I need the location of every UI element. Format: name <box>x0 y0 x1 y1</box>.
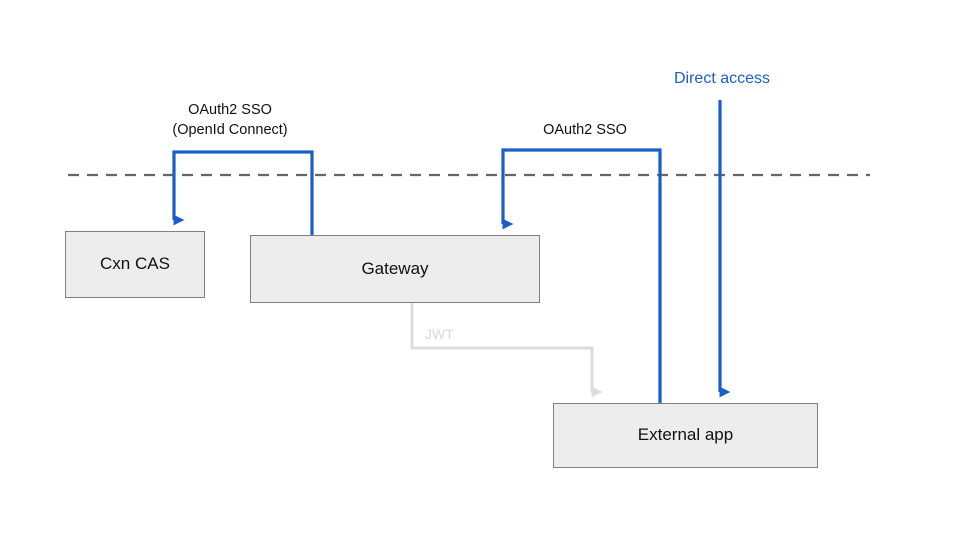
node-cxn-cas[interactable]: Cxn CAS <box>65 231 205 298</box>
edge-label-oauth2-sso-openid-connect-line2: (OpenId Connect) <box>172 121 288 138</box>
edge-label-direct-access: Direct access <box>642 68 802 90</box>
edge-label-oauth2-sso-openid-connect: OAuth2 SSO (OpenId Connect) <box>135 101 325 140</box>
connector-oauth2-sso-openid-connect <box>172 150 314 235</box>
node-external-app[interactable]: External app <box>553 403 818 468</box>
edge-label-oauth2-sso-line1: OAuth2 SSO <box>543 122 627 138</box>
node-external-app-label: External app <box>637 425 734 445</box>
edge-label-direct-access-line1: Direct access <box>673 70 771 87</box>
node-gateway-label: Gateway <box>361 258 429 278</box>
edge-label-oauth2-sso: OAuth2 SSO <box>505 121 665 141</box>
node-gateway[interactable]: Gateway <box>250 235 540 303</box>
edge-label-oauth2-sso-openid-connect-line1: OAuth2 SSO <box>188 102 272 118</box>
edge-label-jwt-line1: JWT <box>425 326 454 342</box>
connector-jwt <box>410 303 603 398</box>
edge-label-jwt: JWT <box>425 325 505 344</box>
node-cxn-cas-label: Cxn CAS <box>100 254 170 274</box>
connector-oauth2-sso <box>501 148 662 403</box>
